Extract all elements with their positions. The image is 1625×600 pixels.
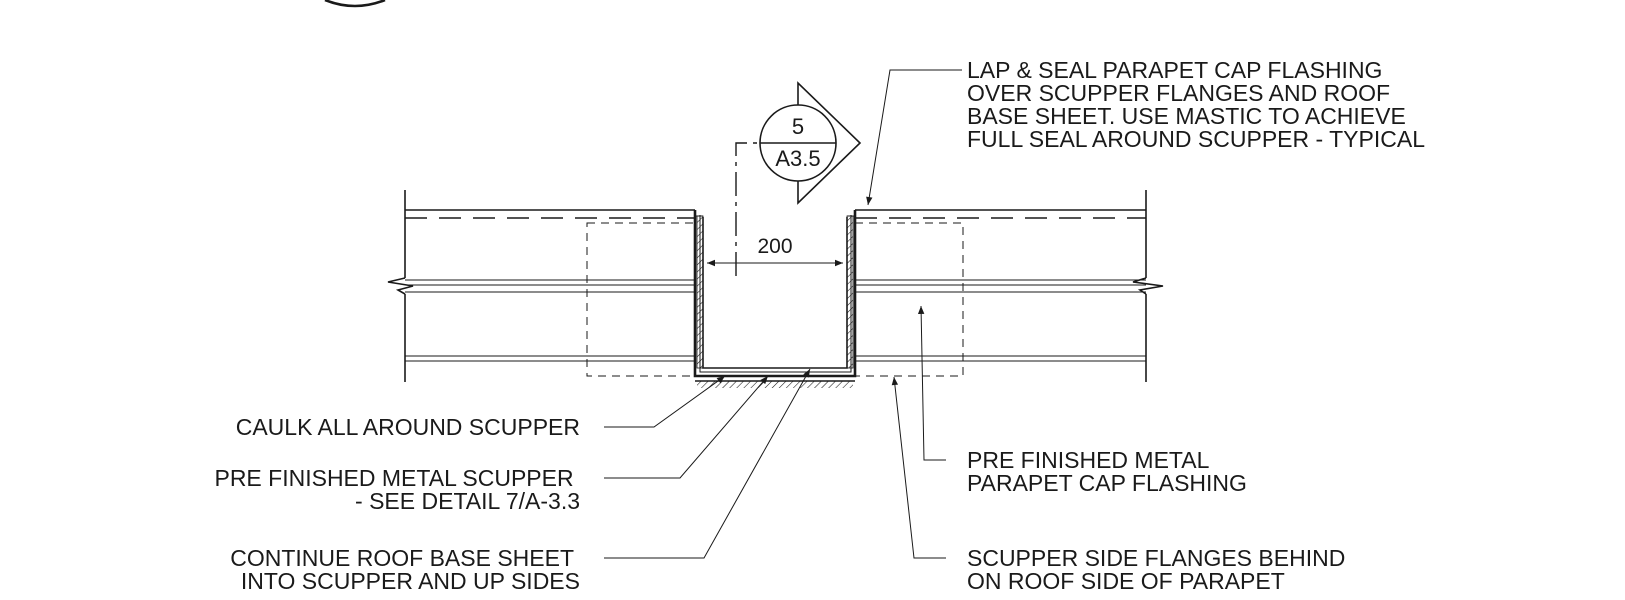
section-cut-line xyxy=(735,142,761,276)
leader-caulk xyxy=(604,375,726,428)
note-roof-base-sheet: CONTINUE ROOF BASE SHEET INTO SCUPPER AN… xyxy=(230,545,580,594)
section-tag: 5 A3.5 xyxy=(759,81,862,205)
right-parapet-wall xyxy=(855,190,1164,382)
note-caulk: CAULK ALL AROUND SCUPPER xyxy=(236,414,580,440)
left-parapet-wall xyxy=(387,190,695,382)
note-lap-seal: LAP & SEAL PARAPET CAP FLASHING OVER SCU… xyxy=(967,57,1425,152)
dimension-200: 200 xyxy=(707,235,843,267)
note-metal-scupper: PRE FINISHED METAL SCUPPER - SEE DETAIL … xyxy=(214,465,580,514)
partial-detail-circle xyxy=(324,0,386,8)
leader-roof-base-sheet xyxy=(604,368,811,559)
section-number: 5 xyxy=(792,114,804,139)
leader-side-flanges xyxy=(891,376,946,559)
leader-cap-flashing xyxy=(917,305,946,461)
leader-metal-scupper xyxy=(604,375,769,479)
scupper-channel xyxy=(693,210,857,388)
right-flange-outline xyxy=(854,222,964,377)
section-sheet: A3.5 xyxy=(775,146,820,171)
note-side-flanges: SCUPPER SIDE FLANGES BEHIND ON ROOF SIDE… xyxy=(967,545,1352,594)
leader-lap-seal xyxy=(866,69,962,206)
left-flange-outline xyxy=(586,222,696,377)
dimension-value: 200 xyxy=(757,235,792,258)
note-cap-flashing: PRE FINISHED METAL PARAPET CAP FLASHING xyxy=(967,447,1247,496)
